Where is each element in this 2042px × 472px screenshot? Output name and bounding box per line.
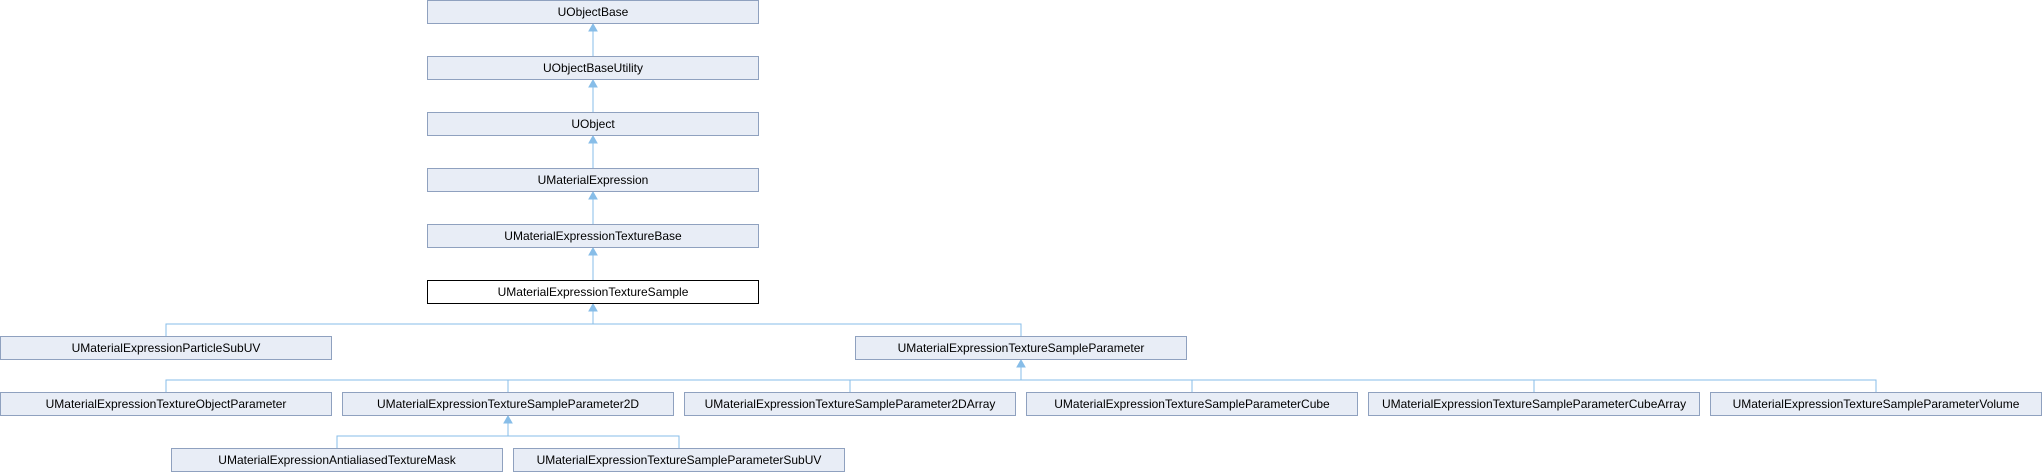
edge-texturesampleparameter2d-to-texturesampleparameter — [507, 366, 1022, 392]
node-texturesampleparameter2darray[interactable]: UMaterialExpressionTextureSampleParamete… — [684, 392, 1016, 416]
arrowhead-texturesample — [588, 302, 598, 312]
node-antialiasedtexturemask[interactable]: UMaterialExpressionAntialiasedTextureMas… — [171, 448, 503, 472]
edge-textureobjectparameter-to-texturesampleparameter — [165, 366, 1022, 392]
node-texturesampleparameter[interactable]: UMaterialExpressionTextureSampleParamete… — [855, 336, 1187, 360]
node-uobject[interactable]: UObject — [427, 112, 759, 136]
arrowhead-uobjectbase — [588, 22, 598, 32]
node-texturesampleparametersubuv[interactable]: UMaterialExpressionTextureSampleParamete… — [513, 448, 845, 472]
node-textureobjectparameter[interactable]: UMaterialExpressionTextureObjectParamete… — [0, 392, 332, 416]
arrowhead-umaterialexpression — [588, 190, 598, 200]
node-texturesample-current: UMaterialExpressionTextureSample — [427, 280, 759, 304]
edge-texturesampleparametercube-to-texturesampleparameter — [1020, 366, 1193, 392]
arrowhead-texturebase — [588, 246, 598, 256]
edge-texturesampleparametervolume-to-texturesampleparameter — [1020, 366, 1877, 392]
edge-antialiasedtexturemask-to-texturesampleparameter2d — [336, 422, 509, 448]
node-uobjectbase[interactable]: UObjectBase — [427, 0, 759, 24]
edge-texturesampleparameter-to-texturesample — [592, 310, 1022, 336]
edge-texturesampleparameter2darray-to-texturesampleparameter — [849, 366, 1022, 392]
node-texturesampleparametercubearray[interactable]: UMaterialExpressionTextureSampleParamete… — [1368, 392, 1700, 416]
node-particlesubuv[interactable]: UMaterialExpressionParticleSubUV — [0, 336, 332, 360]
edge-texturesampleparametersubuv-to-texturesampleparameter2d — [507, 422, 680, 448]
node-uobjectbaseutility[interactable]: UObjectBaseUtility — [427, 56, 759, 80]
edge-particlesubuv-to-texturesample — [165, 310, 594, 336]
node-umaterialexpression[interactable]: UMaterialExpression — [427, 168, 759, 192]
node-texturesampleparameter2d[interactable]: UMaterialExpressionTextureSampleParamete… — [342, 392, 674, 416]
arrowhead-texturesampleparameter2d — [503, 414, 513, 424]
edge-texturesampleparametercubearray-to-texturesampleparameter — [1020, 366, 1535, 392]
arrowhead-uobjectbaseutility — [588, 78, 598, 88]
arrowhead-uobject — [588, 134, 598, 144]
node-texturesampleparametervolume[interactable]: UMaterialExpressionTextureSampleParamete… — [1710, 392, 2042, 416]
node-texturebase[interactable]: UMaterialExpressionTextureBase — [427, 224, 759, 248]
arrowhead-texturesampleparameter — [1016, 358, 1026, 368]
node-texturesampleparametercube[interactable]: UMaterialExpressionTextureSampleParamete… — [1026, 392, 1358, 416]
